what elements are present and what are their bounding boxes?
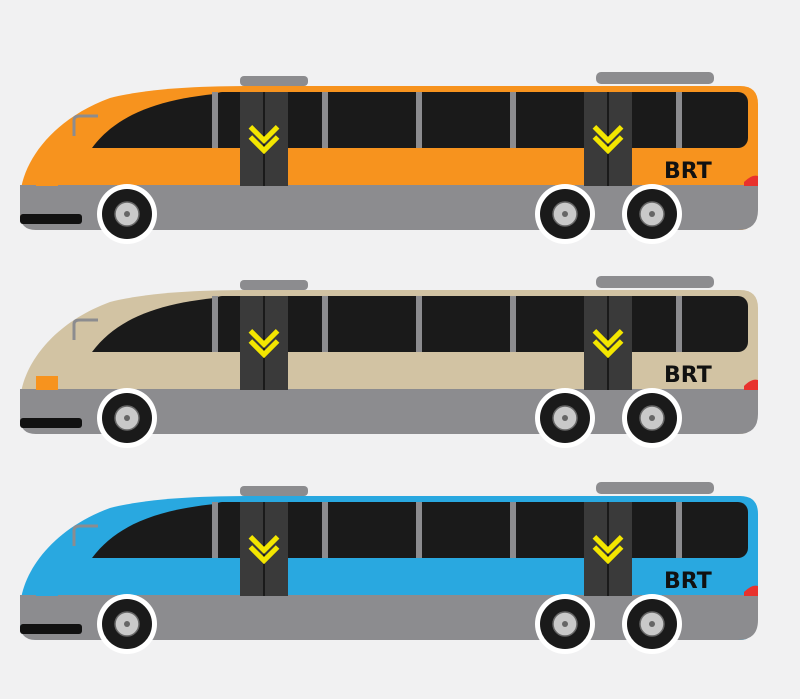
pillar (676, 92, 682, 148)
route-label: BRT (664, 159, 712, 184)
windshield (92, 502, 240, 558)
bus-beige: BRT (20, 276, 758, 448)
mirror (72, 318, 98, 340)
pillar (510, 92, 516, 148)
wheel-front (97, 388, 157, 448)
window-strip (212, 502, 748, 558)
mirror (72, 524, 98, 546)
tail-light (744, 379, 758, 390)
pillar (676, 502, 682, 558)
roof-vent-rear (596, 482, 714, 494)
pillar (676, 296, 682, 352)
pillar (416, 92, 422, 148)
pillar (322, 92, 328, 148)
pillar (510, 296, 516, 352)
route-label: BRT (664, 363, 712, 388)
pillar (322, 296, 328, 352)
wheel-rear-2 (622, 388, 682, 448)
tail-light (744, 175, 758, 186)
roof-vent-front (240, 76, 308, 86)
mirror (72, 114, 98, 136)
windshield (92, 296, 240, 352)
wheel-rear-1 (535, 184, 595, 244)
wheel-rear-1 (535, 388, 595, 448)
pillar (212, 296, 218, 352)
front-bumper (20, 214, 82, 224)
nose-stripe (36, 582, 58, 596)
pillar (212, 92, 218, 148)
wheel-front (97, 594, 157, 654)
roof-vent-rear (596, 72, 714, 84)
pillar (416, 296, 422, 352)
wheel-front (97, 184, 157, 244)
pillar (212, 502, 218, 558)
windshield (92, 92, 240, 148)
front-bumper (20, 624, 82, 634)
roof-vent-front (240, 486, 308, 496)
window-strip (212, 92, 748, 148)
roof-vent-front (240, 280, 308, 290)
nose-stripe (36, 172, 58, 186)
window-strip (212, 296, 748, 352)
wheel-rear-2 (622, 184, 682, 244)
bus-orange: BRT (20, 72, 758, 244)
bus-blue: BRT (20, 482, 758, 654)
tail-light (744, 585, 758, 596)
pillar (510, 502, 516, 558)
route-label: BRT (664, 569, 712, 594)
pillar (416, 502, 422, 558)
wheel-rear-2 (622, 594, 682, 654)
wheel-rear-1 (535, 594, 595, 654)
front-bumper (20, 418, 82, 428)
nose-stripe (36, 376, 58, 390)
roof-vent-rear (596, 276, 714, 288)
pillar (322, 502, 328, 558)
